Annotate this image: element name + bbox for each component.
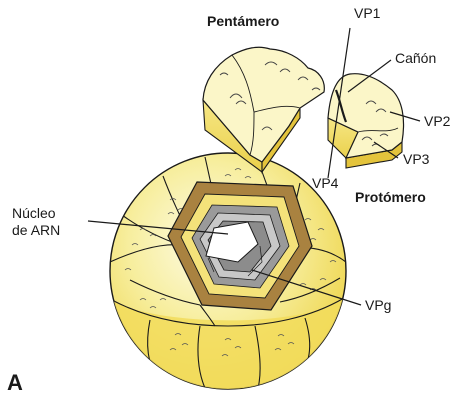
label-pentamer: Pentámero <box>207 13 279 30</box>
label-rna-core-line2: de ARN <box>12 222 60 239</box>
label-vp1: VP1 <box>354 5 380 22</box>
label-vp2: VP2 <box>424 113 450 130</box>
label-protomer: Protómero <box>355 189 426 206</box>
panel-letter: A <box>7 374 23 391</box>
label-rna-core-line1: Núcleo <box>12 205 60 222</box>
label-vp4: VP4 <box>312 175 338 192</box>
label-vp3: VP3 <box>403 151 429 168</box>
label-rna-core: Núcleo de ARN <box>12 205 60 239</box>
label-canyon: Cañón <box>395 50 436 67</box>
label-vpg: VPg <box>365 297 391 314</box>
